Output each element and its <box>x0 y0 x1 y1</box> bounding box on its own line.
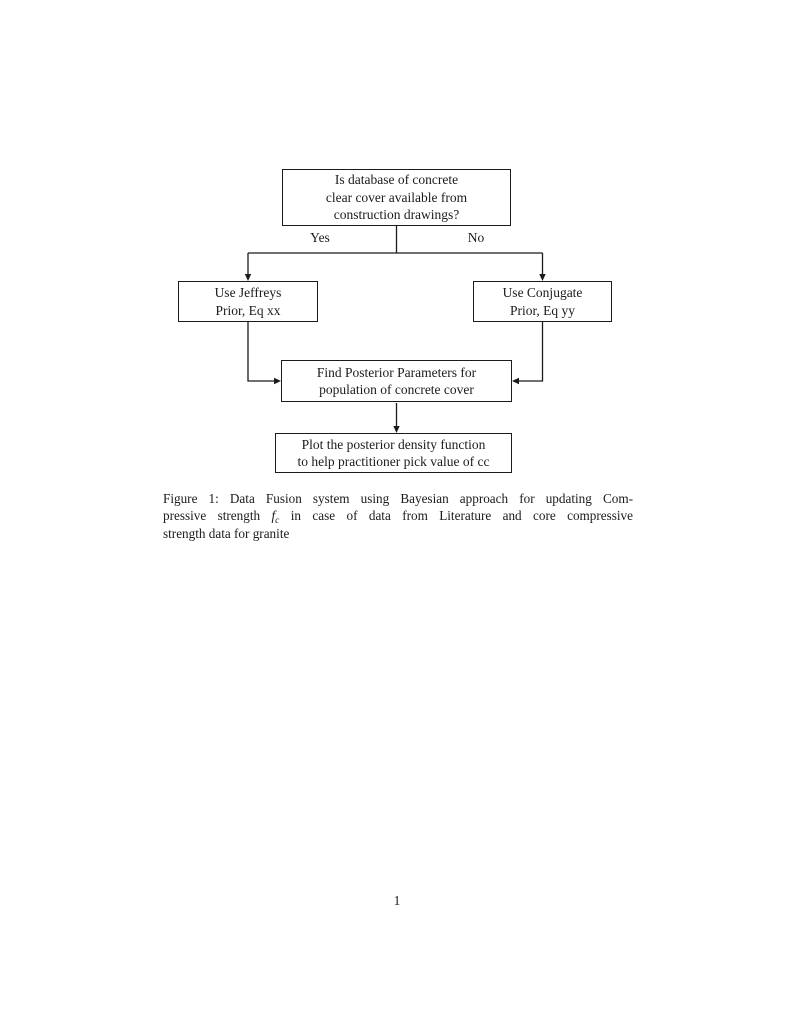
node-line: to help practitioner pick value of cc <box>297 454 490 469</box>
node-line: Use Jeffreys <box>214 285 282 301</box>
flowchart-node-plot-density: Plot the posterior density function to h… <box>275 433 512 473</box>
node-line: Prior, Eq yy <box>509 302 576 318</box>
arrowhead-into-posterior-left <box>274 377 281 385</box>
arrowhead-into-posterior-right <box>512 377 519 385</box>
flowchart-node-jeffreys-prior: Use Jeffreys Prior, Eq xx <box>178 281 318 322</box>
flowchart-node-posterior-parameters: Find Posterior Parameters for population… <box>281 360 512 402</box>
node-line: Is database of concrete <box>334 172 459 188</box>
math-variable-f: f <box>271 508 276 524</box>
connector-conjugate-to-posterior <box>516 322 544 382</box>
arrowhead-yes-down <box>244 274 252 281</box>
node-line: population of concrete cover <box>319 382 474 397</box>
page-number: 1 <box>393 893 401 908</box>
node-line: construction drawings? <box>333 207 460 223</box>
caption-line-2-post: in case of data from Literature and core… <box>279 508 634 524</box>
flowchart-node-conjugate-prior: Use Conjugate Prior, Eq yy <box>473 281 612 322</box>
caption-line-1: Figure 1: Data Fusion system using Bayes… <box>163 491 633 506</box>
arrowhead-no-down <box>539 274 546 281</box>
caption-line-2: pressive strength fc in case of data fro… <box>163 507 634 527</box>
caption-line-2-pre: pressive strength <box>163 508 272 524</box>
edge-label-yes: Yes <box>310 230 330 245</box>
node-line: Plot the posterior density function <box>301 436 486 452</box>
node-line: Find Posterior Parameters for <box>316 364 477 380</box>
connector-jeffreys-to-posterior <box>247 322 277 382</box>
edge-label-no: No <box>467 230 485 245</box>
flowchart-node-decision: Is database of concrete clear cover avai… <box>282 169 511 226</box>
caption-line-3: strength data for granite <box>163 525 290 541</box>
node-line: Use Conjugate <box>502 285 583 301</box>
node-line: clear cover available from <box>325 189 468 205</box>
node-line: Prior, Eq xx <box>215 302 281 318</box>
math-subscript-c: c <box>275 516 280 527</box>
figure-caption: Figure 1: Data Fusion system using Bayes… <box>163 490 633 542</box>
arrowhead-into-plot <box>393 426 400 433</box>
